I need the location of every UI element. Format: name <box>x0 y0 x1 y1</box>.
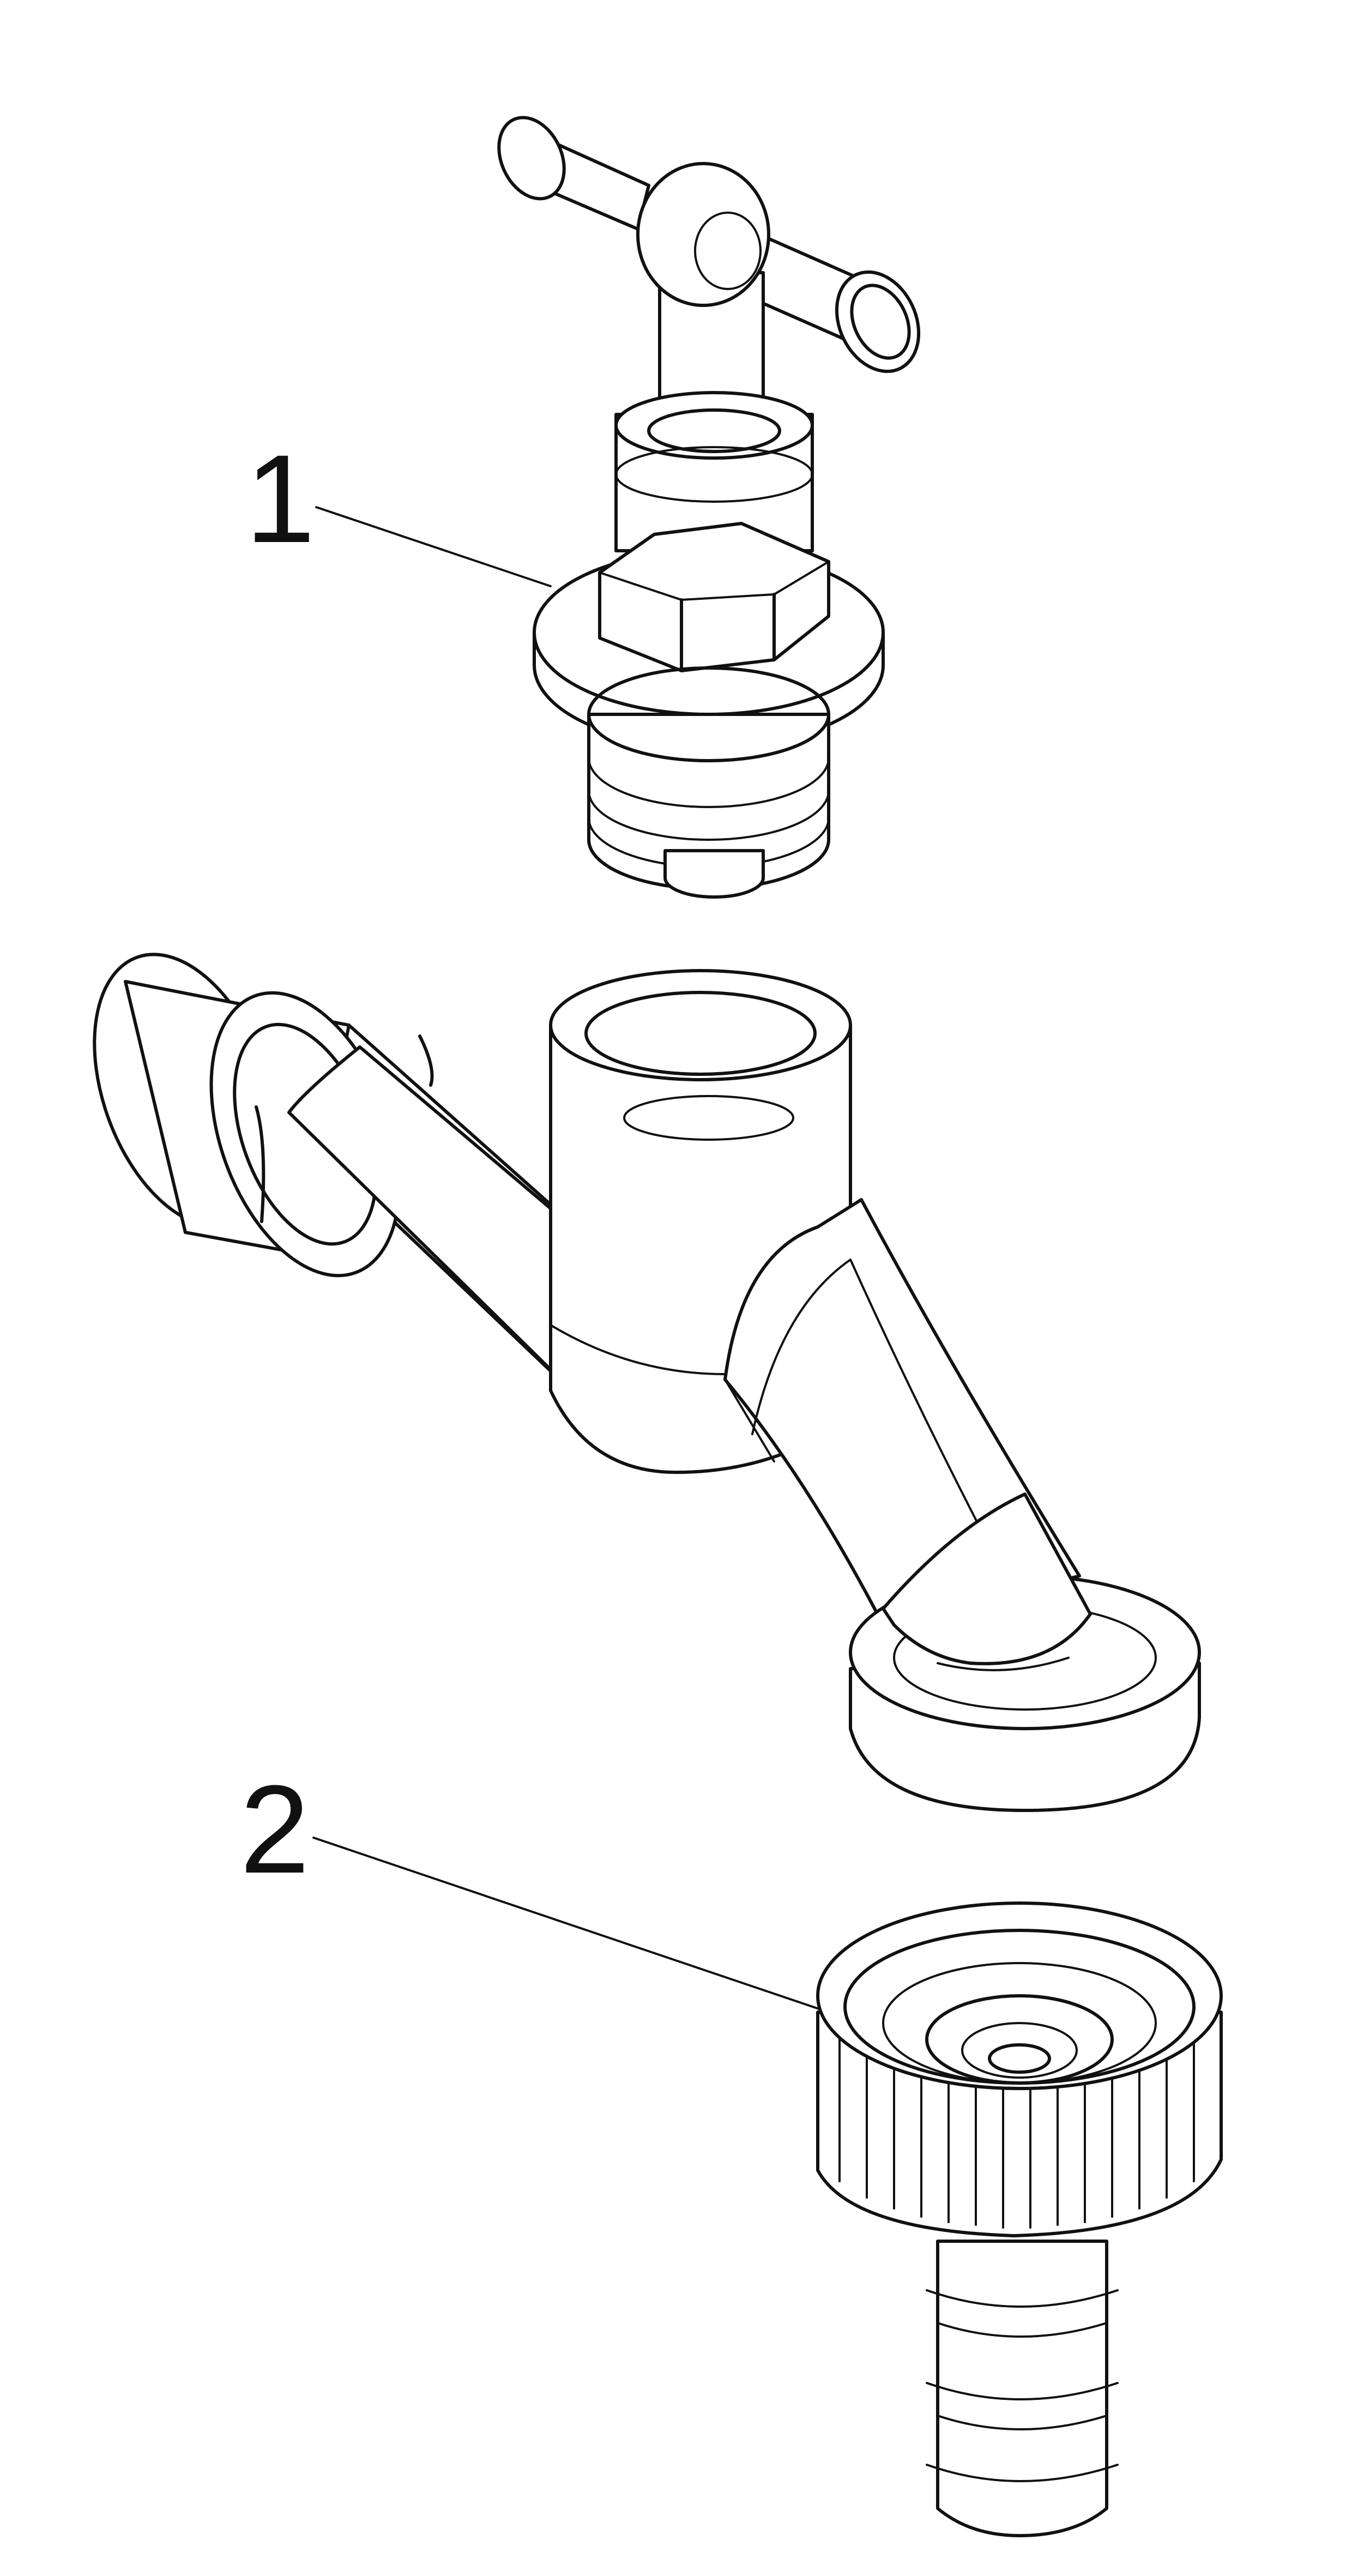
part-label-1: 1 <box>245 429 315 569</box>
faucet-body <box>93 953 1201 1812</box>
leader-line-1 <box>315 506 552 587</box>
valve-head-part <box>497 116 921 899</box>
leader-line-2 <box>312 1837 830 2013</box>
hose-connector-part <box>816 1901 1223 2537</box>
part-label-2: 2 <box>240 1759 310 1899</box>
